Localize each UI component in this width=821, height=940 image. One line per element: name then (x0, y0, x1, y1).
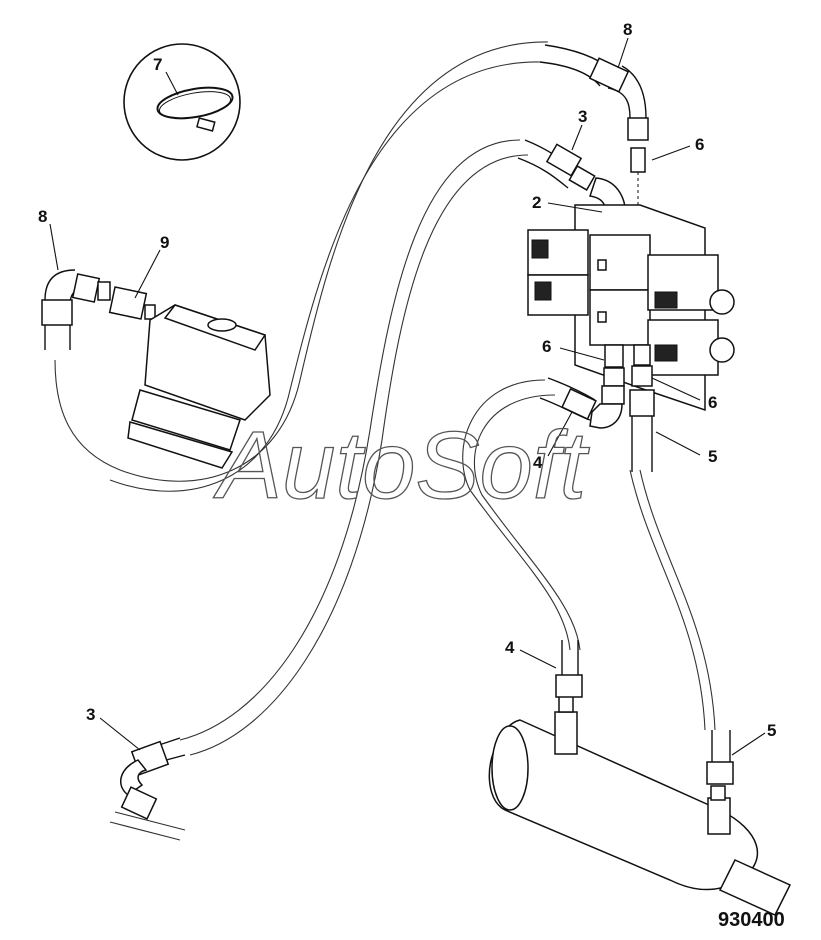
callout-8-top: 8 (623, 20, 632, 39)
watermark-text: AutoSoft (213, 412, 590, 519)
callout-2: 2 (532, 193, 541, 212)
callout-3-bottom: 3 (86, 705, 95, 724)
callout-9: 9 (160, 233, 169, 252)
callout-6-mid-right: 6 (708, 393, 717, 412)
figure-number: 930400 (718, 909, 785, 931)
callout-5-top: 5 (708, 447, 717, 466)
callout-4-top: 4 (533, 453, 543, 472)
cable-tie-detail (123, 43, 241, 161)
valve-block (527, 204, 735, 412)
callout-6-top: 6 (695, 135, 704, 154)
left-hose-and-motor (41, 269, 271, 469)
hose-3-bottom (119, 737, 186, 820)
callout-3-top: 3 (578, 107, 587, 126)
callout-5-bottom: 5 (767, 721, 776, 740)
lower-valve-fittings (539, 344, 655, 472)
hose-routing-lines (54, 41, 716, 841)
callout-4-bottom: 4 (505, 638, 515, 657)
leader-lines (49, 37, 766, 756)
callout-7: 7 (153, 55, 162, 74)
callout-6-mid-left: 6 (542, 337, 551, 356)
hose-8-top (539, 44, 649, 215)
hydraulic-cylinder (488, 640, 792, 916)
callout-8-left: 8 (38, 207, 47, 226)
